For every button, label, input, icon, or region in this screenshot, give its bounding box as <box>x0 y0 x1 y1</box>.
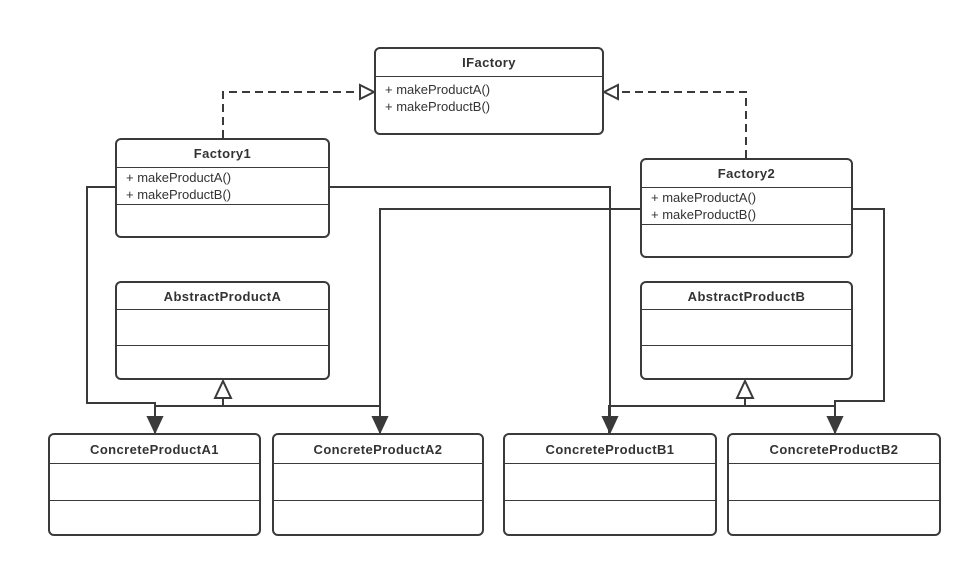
class-box-abstractproductb: AbstractProductB <box>640 281 853 380</box>
hollow-arrowhead-abstractproducta <box>213 378 233 399</box>
empty-section <box>729 500 939 534</box>
class-box-concreteproducta2: ConcreteProductA2 <box>272 433 484 536</box>
class-box-concreteproductb2: ConcreteProductB2 <box>727 433 941 536</box>
class-box-factory1: Factory1 + makeProductA() + makeProductB… <box>115 138 330 238</box>
class-name-concreteproducta1: ConcreteProductA1 <box>90 441 219 457</box>
empty-section <box>642 345 851 378</box>
empty-section <box>117 309 328 345</box>
filled-arrowhead-concreteproductb2 <box>826 416 844 435</box>
empty-section <box>274 500 482 534</box>
hollow-arrowhead-ifactory-left <box>359 83 377 101</box>
class-name-concreteproductb1: ConcreteProductB1 <box>545 441 675 457</box>
class-box-abstractproducta: AbstractProductA <box>115 281 330 380</box>
edge-factory1-creates-concreteproducta1 <box>86 186 156 419</box>
empty-section <box>729 463 939 500</box>
empty-section <box>505 500 715 534</box>
class-box-concreteproductb1: ConcreteProductB1 <box>503 433 717 536</box>
method-label: + makeProductA() <box>126 170 232 185</box>
class-name-abstractproductb: AbstractProductB <box>687 288 806 304</box>
method-label: + makeProductB() <box>385 99 491 114</box>
empty-section <box>117 204 328 236</box>
filled-arrowhead-concreteproducta2 <box>371 416 389 435</box>
empty-section <box>117 345 328 378</box>
empty-section <box>274 463 482 500</box>
hollow-arrowhead-abstractproductb <box>735 378 755 399</box>
class-name-concreteproductb2: ConcreteProductB2 <box>769 441 899 457</box>
empty-section <box>642 224 851 256</box>
empty-section <box>642 309 851 345</box>
class-box-ifactory: IFactory + makeProductA() + makeProductB… <box>374 47 604 135</box>
empty-section <box>50 500 259 534</box>
edge-factory1-creates-concreteproductb1 <box>330 186 611 419</box>
edge-factory2-creates-concreteproductb2 <box>834 208 885 419</box>
class-box-factory2: Factory2 + makeProductA() + makeProductB… <box>640 158 853 258</box>
methods-section-factory2: + makeProductA() + makeProductB() <box>642 187 851 224</box>
class-name-concreteproducta2: ConcreteProductA2 <box>313 441 443 457</box>
filled-arrowhead-concreteproductb1 <box>601 416 619 435</box>
empty-section <box>50 463 259 500</box>
methods-section-factory1: + makeProductA() + makeProductB() <box>117 167 328 204</box>
class-name-abstractproducta: AbstractProductA <box>163 288 282 304</box>
edge-concreteproductb-generalization <box>608 398 836 433</box>
edge-factory2-realizes-ifactory <box>618 91 747 158</box>
class-name-ifactory: IFactory <box>462 55 516 70</box>
filled-arrowhead-concreteproducta1 <box>146 416 164 435</box>
methods-section-ifactory: + makeProductA() + makeProductB() <box>376 76 602 133</box>
method-label: + makeProductB() <box>651 207 757 222</box>
method-label: + makeProductB() <box>126 187 232 202</box>
edge-factory1-realizes-ifactory <box>222 91 361 138</box>
edge-concreteproducta-generalization <box>154 398 381 433</box>
hollow-arrowhead-ifactory-right <box>601 83 619 101</box>
class-name-factory2: Factory2 <box>717 166 776 181</box>
edge-factory2-creates-concreteproducta2 <box>379 208 640 419</box>
class-name-factory1: Factory1 <box>193 146 252 161</box>
method-label: + makeProductA() <box>651 190 757 205</box>
method-label: + makeProductA() <box>385 82 491 97</box>
class-box-concreteproducta1: ConcreteProductA1 <box>48 433 261 536</box>
empty-section <box>505 463 715 500</box>
